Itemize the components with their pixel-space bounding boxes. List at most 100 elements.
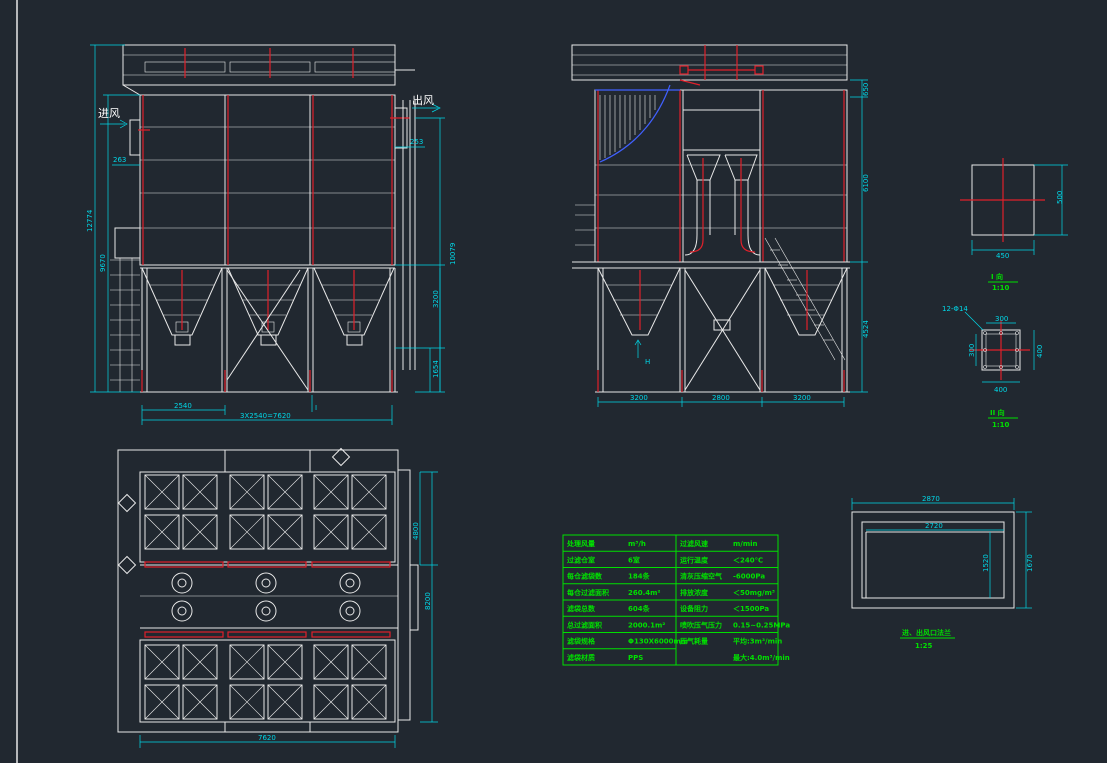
flange-outer-width: 2870 (922, 495, 940, 503)
filter-cell-cross (182, 474, 218, 510)
filter-cell-cross (267, 474, 303, 510)
filter-cell (351, 684, 387, 720)
filter-cell-cross (182, 514, 218, 550)
detail-ii-holes: 12-Φ14 (942, 305, 968, 313)
front-view: 进风 出风 12774 9670 10079 3200 1654 263 253… (86, 44, 457, 425)
table-cell: 喷吹压气压力 (680, 620, 722, 629)
filter-cell-cross (313, 514, 349, 550)
detail-i-title: I 向 (991, 272, 1003, 281)
detail-ii-top: 300 (995, 315, 1008, 323)
detail-ii-title: II 向 (990, 408, 1005, 417)
filter-cell-cross (144, 514, 180, 550)
filter-cell-cross (182, 684, 218, 720)
filter-cell-cross (229, 474, 265, 510)
dim-inlet-offset: 263 (113, 156, 126, 164)
filter-cell-cross (351, 644, 387, 680)
table-cell: ＜240℃ (733, 556, 763, 564)
detail-ii-bottom: 400 (994, 386, 1007, 394)
dim-leg: 1654 (432, 360, 440, 378)
filter-cell (144, 514, 180, 550)
detail-i-width: 450 (996, 252, 1009, 260)
filter-cell (267, 644, 303, 680)
filter-cell-cross (351, 474, 387, 510)
table-cell: 滤袋规格 (567, 637, 596, 646)
filter-cell (229, 474, 265, 510)
table-cell: 平均:3m³/min (733, 637, 782, 646)
dim-side-middle: 2800 (712, 394, 730, 402)
detail-ii-right: 400 (1036, 345, 1044, 358)
filter-cell-cross (313, 644, 349, 680)
table-cell: 运行温度 (680, 555, 709, 564)
table-cell: 最大:4.0m³/min (733, 653, 790, 662)
filter-cell (182, 514, 218, 550)
table-cell: 设备阻力 (680, 604, 708, 613)
dim-right-height: 10079 (449, 243, 457, 265)
detail-ii-scale: 1:10 (992, 421, 1010, 429)
filter-cell-cross (267, 644, 303, 680)
detail-i: 500 450 I 向 1:10 (960, 158, 1068, 292)
table-cell: 滤袋材质 (567, 653, 595, 662)
section-mark-i: I (315, 404, 317, 412)
filter-cell (144, 684, 180, 720)
table-cell: m/min (733, 540, 758, 548)
filter-cell (144, 474, 180, 510)
filter-cell (267, 474, 303, 510)
filter-cell (351, 514, 387, 550)
outlet-label: 出风 (412, 93, 434, 107)
filter-cell-cross (229, 644, 265, 680)
filter-cell-cross (229, 684, 265, 720)
filter-cell-cross (351, 514, 387, 550)
dim-side-lower: 4524 (862, 320, 870, 338)
table-cell: ＜50mg/m³ (733, 589, 775, 597)
table-cell: 6室 (628, 555, 640, 564)
filter-cell (313, 514, 349, 550)
filter-cell-cross (267, 514, 303, 550)
filter-cell (313, 684, 349, 720)
flange-detail: 2870 2720 1520 1670 进、出风口法兰 1:25 (851, 495, 1034, 650)
table-cell: PPS (628, 654, 643, 662)
table-cell: 每仓过滤面积 (567, 588, 609, 597)
detail-ii-left: 300 (968, 344, 976, 357)
plan-dim-total: 8200 (424, 592, 432, 610)
filter-cell-cross (144, 684, 180, 720)
dim-hopper: 3200 (432, 290, 440, 308)
detail-i-height: 500 (1056, 191, 1064, 204)
table-cell: 处理风量 (566, 539, 595, 548)
filter-cell-cross (313, 684, 349, 720)
filter-cell (229, 644, 265, 680)
table-cell: ＜1500Pa (733, 605, 769, 613)
flange-outer-height: 1670 (1026, 554, 1034, 572)
table-cell: 清灰压缩空气 (680, 572, 722, 581)
filter-cell (229, 684, 265, 720)
dim-bay: 2540 (174, 402, 192, 410)
dim-total-height: 12774 (86, 209, 94, 232)
flange-inner-height: 1520 (982, 554, 990, 572)
flange-scale: 1:25 (915, 642, 933, 650)
filter-cell (267, 514, 303, 550)
table-cell: -6000Pa (733, 573, 765, 581)
filter-cell (313, 474, 349, 510)
filter-cell (351, 644, 387, 680)
plan-dim-upper: 4800 (412, 522, 420, 540)
table-cell: 总过滤面积 (567, 620, 602, 629)
filter-cell (144, 644, 180, 680)
dim-side-body: 6100 (862, 174, 870, 192)
table-cell: 过滤仓室 (567, 555, 595, 564)
filter-cell (182, 684, 218, 720)
table-cell: 排放浓度 (680, 588, 709, 597)
dim-outlet-offset: 253 (410, 138, 423, 146)
dim-total-width: 3X2540=7620 (240, 412, 291, 420)
table-cell: 184条 (628, 572, 651, 581)
filter-cell-cross (144, 474, 180, 510)
filter-cell (351, 474, 387, 510)
filter-cell-cross (351, 684, 387, 720)
section-mark-h: H (645, 358, 650, 366)
filter-cell-cross (144, 644, 180, 680)
table-cell: 604条 (628, 604, 651, 613)
filter-cell (229, 514, 265, 550)
dim-body-height: 9670 (99, 254, 107, 272)
filter-cell-cross (229, 514, 265, 550)
inlet-label: 进风 (98, 107, 120, 120)
